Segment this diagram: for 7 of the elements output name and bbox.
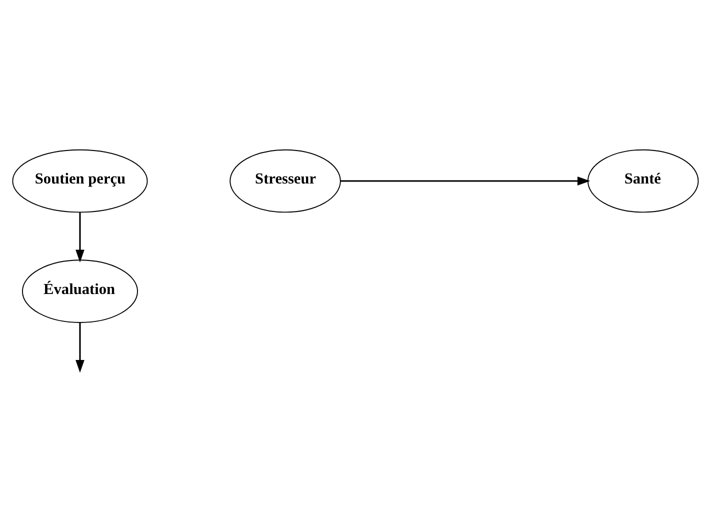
arrow [340, 176, 590, 185]
node-ellipse: Santé [587, 148, 699, 212]
node-ellipse: Stresseur [230, 148, 341, 212]
arrow [76, 322, 84, 372]
arrow [76, 212, 84, 262]
node-ellipse: Soutien perçu [12, 148, 148, 212]
node-ellipse: Évaluation [22, 259, 138, 322]
